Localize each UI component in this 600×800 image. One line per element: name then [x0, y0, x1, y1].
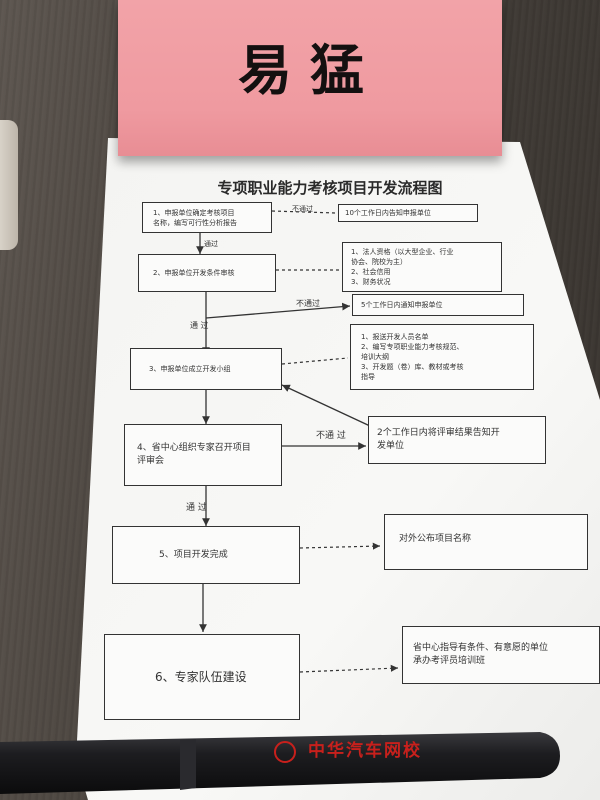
- label-pass-3: 通 过: [186, 503, 207, 513]
- step-3-line-1: 3、申报单位成立开发小组: [149, 365, 231, 373]
- note-4-line-1: 1、报送开发人员名单: [361, 333, 429, 341]
- step-4-line-2: 评审会: [137, 456, 165, 466]
- step-1-line-1: 1、申报单位确定考核项目: [153, 208, 235, 217]
- nameplate: 易猛: [118, 0, 502, 156]
- label-fail-1: 不通过: [292, 205, 313, 213]
- label-pass-1: 通过: [204, 240, 218, 248]
- note-4-line-4: 3、开发题（卷）库、教材或考核: [361, 363, 464, 371]
- flow-connectors: [196, 233, 371, 632]
- note-1-box: 10个工作日内告知申报单位: [338, 204, 478, 222]
- label-pass-2: 通 过: [190, 321, 209, 330]
- arrow-2-fail: [205, 302, 351, 319]
- note-6-line-1: 对外公布项目名称: [399, 534, 472, 544]
- step-6-line-1: 6、专家队伍建设: [155, 670, 247, 684]
- step-1-line-2: 名称，编写可行性分析报告: [153, 218, 237, 227]
- pen: [0, 732, 560, 794]
- step-2-line-1: 2、申报单位开发条件审核: [153, 269, 235, 277]
- step-5-box: 5、项目开发完成: [112, 526, 300, 584]
- note-5-box: 2个工作日内将评审结果告知开 发单位: [368, 416, 546, 464]
- step-4-box: 4、省中心组织专家召开项目 评审会: [124, 424, 282, 486]
- nameplate-name: 易猛: [238, 38, 382, 102]
- dash-3-tasks: [281, 357, 349, 365]
- note-7-line-1: 省中心指导有条件、有意愿的单位: [413, 643, 549, 653]
- document-title: 专项职业能力考核项目开发流程图: [217, 179, 443, 197]
- note-1-line-1: 10个工作日内告知申报单位: [345, 209, 431, 217]
- arrow-feedback-3: [281, 384, 371, 427]
- note-2-box: 1、法人资格（以大型企业、行业 协会、院校为主） 2、社会信用 3、财务状况: [342, 242, 502, 292]
- label-fail-2: 不通过: [296, 299, 320, 308]
- dash-1-notice: [271, 210, 337, 214]
- note-7-box: 省中心指导有条件、有意愿的单位 承办考评员培训班: [402, 626, 600, 684]
- note-2-line-2: 协会、院校为主）: [351, 258, 407, 266]
- step-1-box: 1、申报单位确定考核项目 名称，编写可行性分析报告: [142, 202, 272, 233]
- pen-brand: 中华汽车网校: [308, 741, 422, 761]
- step-2-box: 2、申报单位开发条件审核: [138, 254, 276, 292]
- label-fail-3: 不通 过: [316, 431, 346, 441]
- step-3-box: 3、申报单位成立开发小组: [130, 348, 282, 390]
- step-4-line-1: 4、省中心组织专家召开项目: [137, 443, 251, 453]
- note-5-line-1: 2个工作日内将评审结果告知开: [377, 428, 500, 438]
- note-2-line-1: 1、法人资格（以大型企业、行业: [351, 248, 454, 256]
- note-5-line-2: 发单位: [377, 441, 405, 451]
- note-3-box: 5个工作日内通知申报单位: [352, 294, 524, 316]
- cup-edge: [0, 120, 18, 250]
- note-6-box: 对外公布项目名称: [384, 514, 588, 570]
- pen-logo-icon: [274, 741, 296, 763]
- step-6-box: 6、专家队伍建设: [104, 634, 300, 720]
- note-4-line-5: 指导: [361, 373, 375, 381]
- note-4-line-3: 培训大纲: [361, 353, 389, 361]
- note-3-line-1: 5个工作日内通知申报单位: [361, 301, 443, 309]
- dashed-connectors: [271, 210, 399, 673]
- pen-cap-ring: [180, 739, 196, 790]
- note-2-line-4: 3、财务状况: [351, 278, 391, 286]
- pen-body: [0, 732, 560, 794]
- note-2-line-3: 2、社会信用: [351, 268, 391, 276]
- dash-6-training: [299, 664, 399, 673]
- step-5-line-1: 5、项目开发完成: [159, 549, 228, 560]
- dash-5-publish: [299, 542, 381, 550]
- note-4-box: 1、报送开发人员名单 2、编写专项职业能力考核规范、 培训大纲 3、开发题（卷）…: [350, 324, 534, 390]
- note-7-line-2: 承办考评员培训班: [413, 656, 486, 666]
- note-4-line-2: 2、编写专项职业能力考核规范、: [361, 343, 464, 351]
